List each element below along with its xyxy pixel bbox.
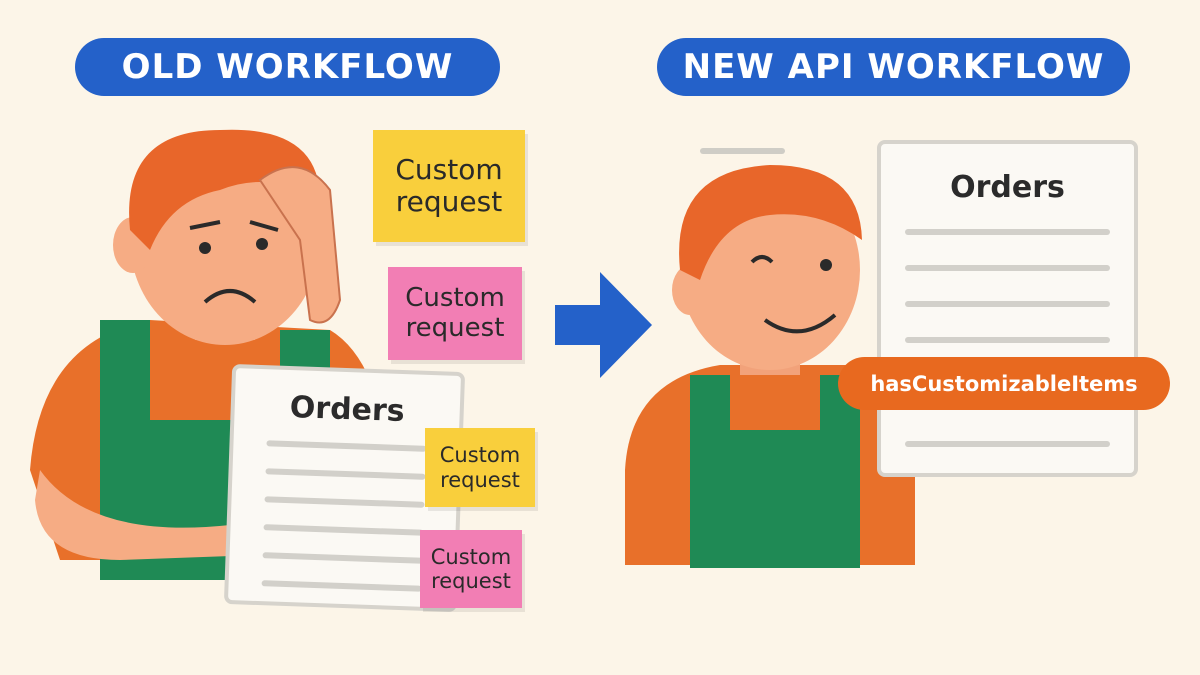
document-title: Orders (950, 170, 1065, 205)
sticky-note-custom-request: Custom request (420, 530, 522, 608)
new-workflow-heading: NEW API WORKFLOW (657, 38, 1130, 96)
sticky-note-custom-request: Custom request (388, 267, 522, 360)
sticky-note-custom-request: Custom request (425, 428, 535, 507)
sticky-note-custom-request: Custom request (373, 130, 525, 242)
orders-document-new: Orders (877, 140, 1138, 477)
document-title: Orders (289, 390, 406, 430)
happy-worker-illustration (625, 148, 915, 568)
old-workflow-heading: OLD WORKFLOW (75, 38, 500, 96)
arrow-right-icon (555, 272, 652, 378)
has-customizable-items-tag: hasCustomizableItems (838, 357, 1170, 410)
